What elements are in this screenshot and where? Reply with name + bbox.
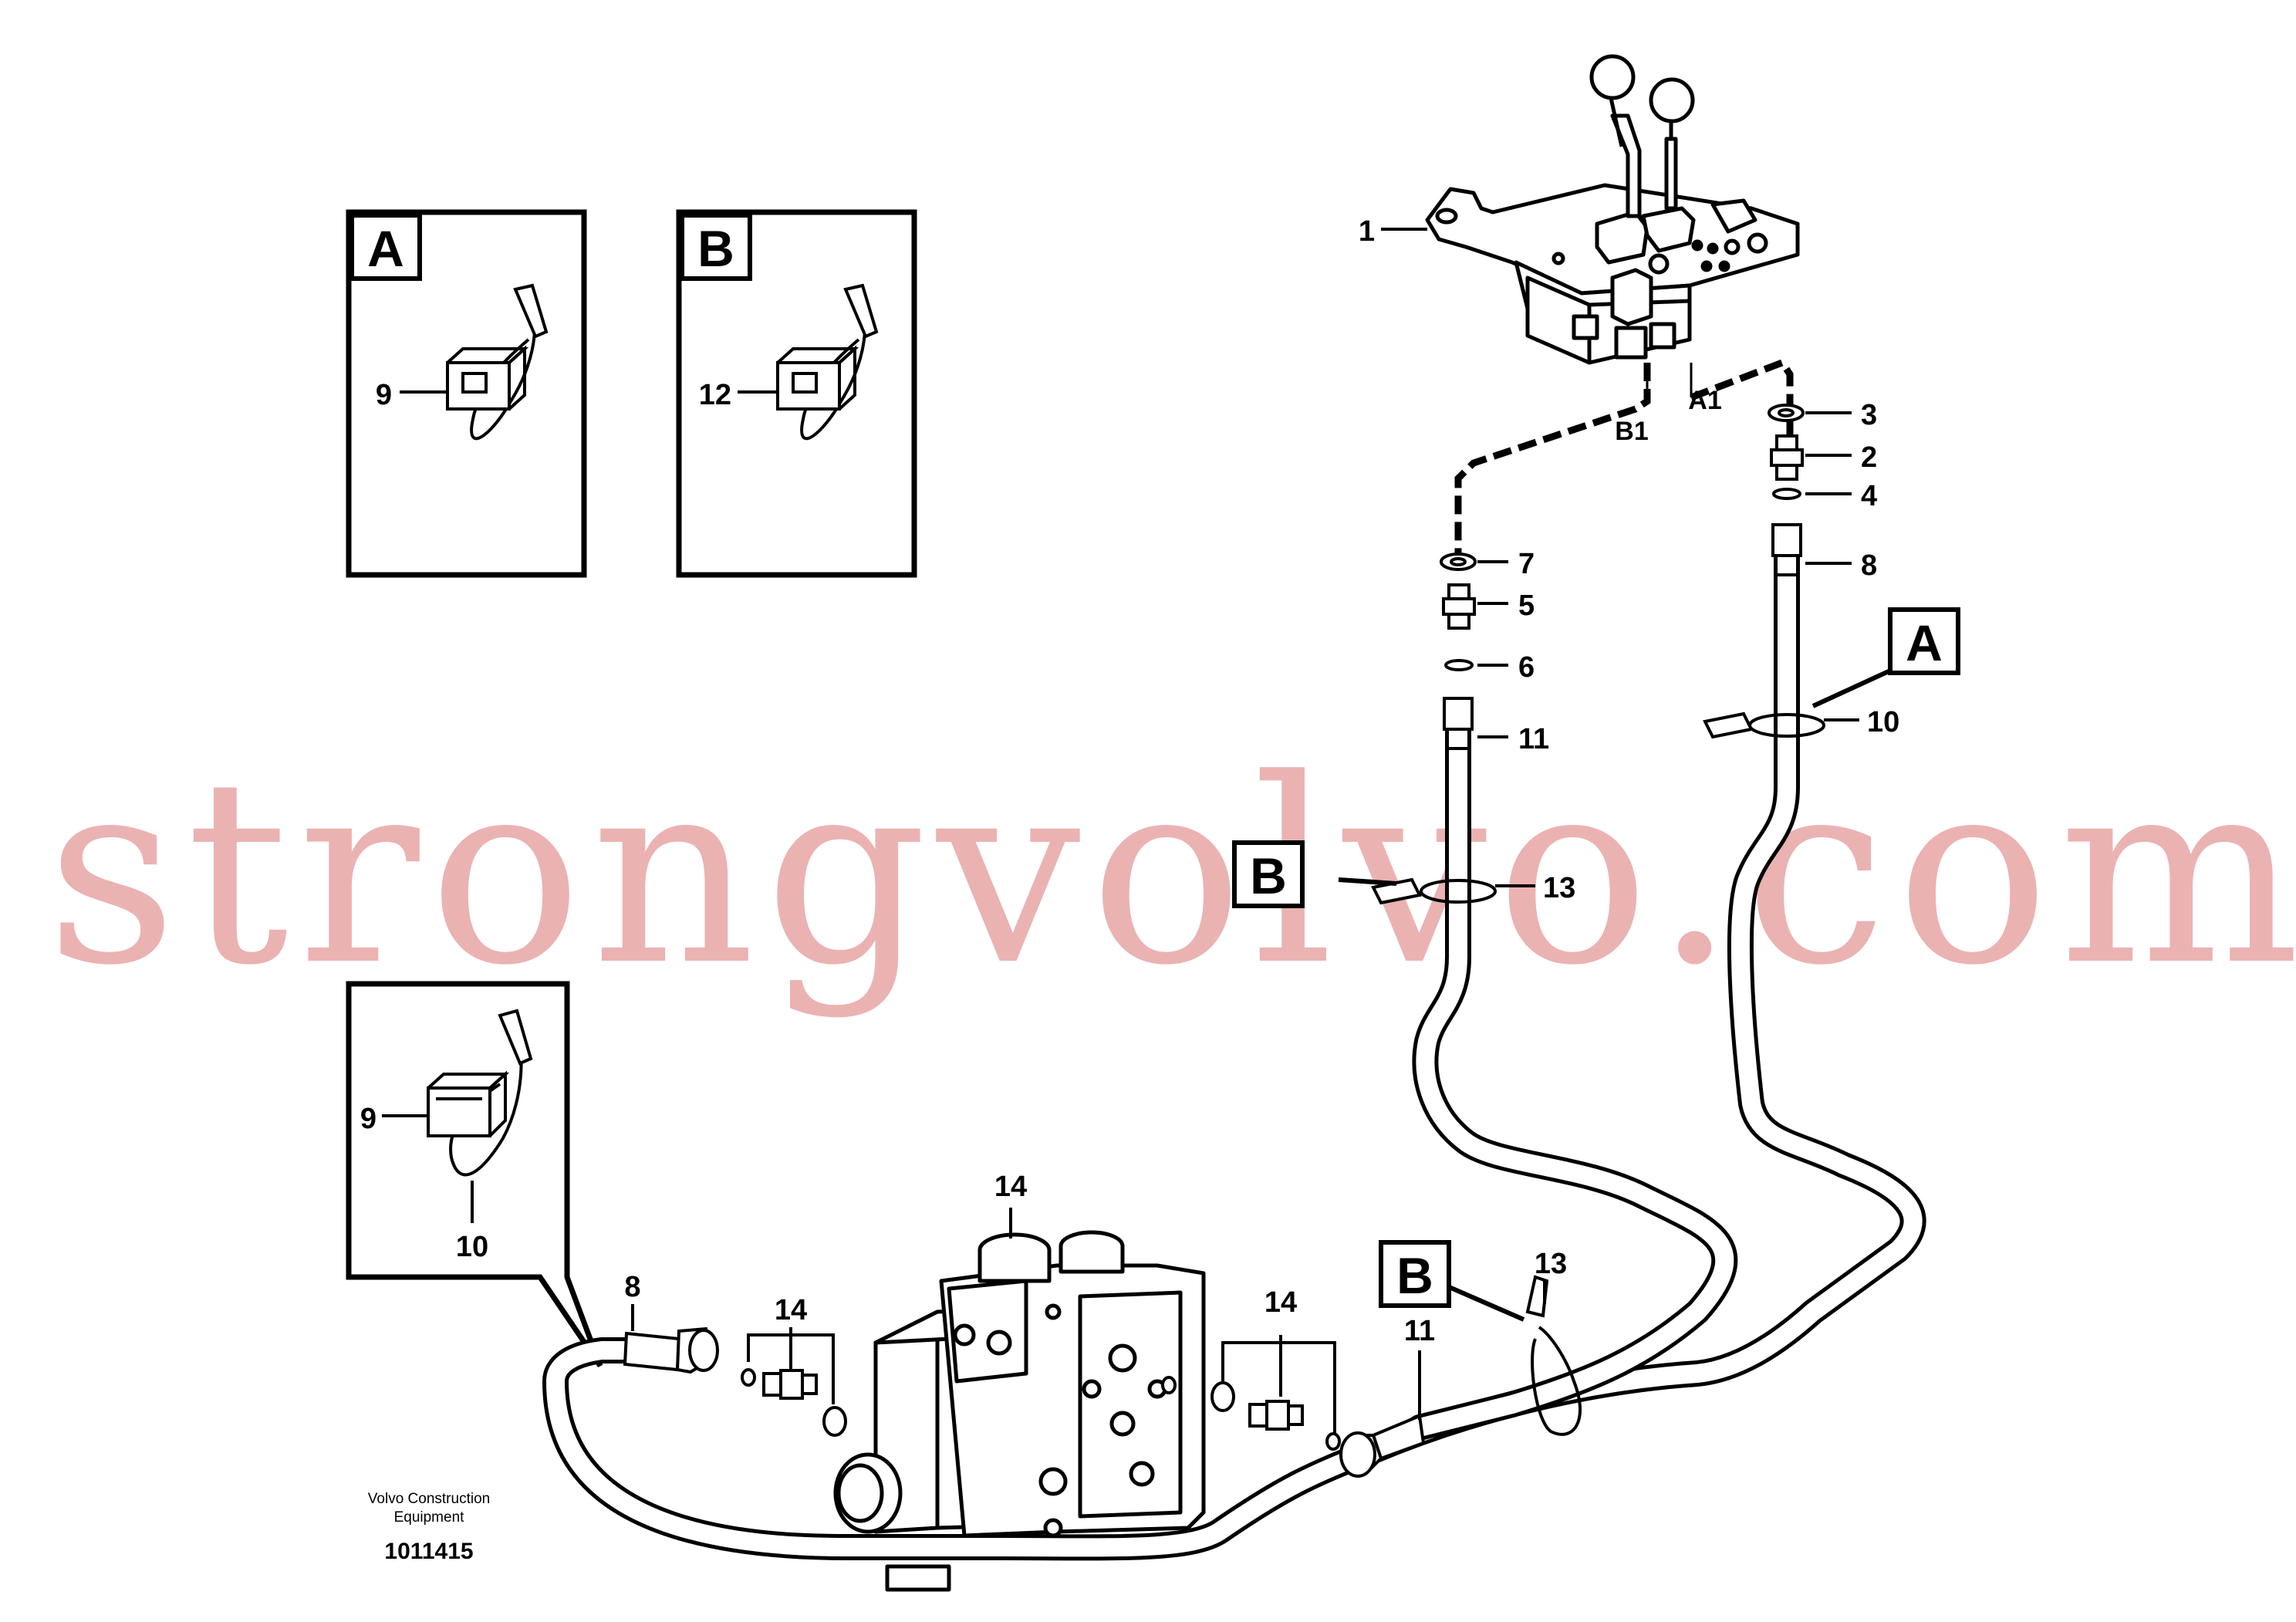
zoom-part-label-bottom: 10 [456, 1231, 488, 1263]
part-label-11-top: 11 [1518, 723, 1549, 755]
callout-letter-b: B [697, 220, 734, 277]
part-label-13-mid: 13 [1543, 872, 1575, 904]
ref-box-b-low [1379, 1240, 1451, 1308]
part-label-2: 2 [1861, 441, 1877, 474]
part-label-14-right: 14 [1264, 1286, 1297, 1319]
o-ring-part [1772, 488, 1801, 500]
callout-box-b: B 12 [676, 209, 917, 578]
hose-end-fitting [1339, 1414, 1426, 1478]
hose-end-fitting [623, 1326, 719, 1374]
cable-tie-icon [1525, 1275, 1582, 1436]
part-label-13-low: 13 [1535, 1248, 1567, 1280]
part-label-3: 3 [1861, 399, 1877, 431]
cable-tie-icon [427, 1009, 533, 1177]
hose-end-fitting [1443, 697, 1474, 750]
ref-box-a [1888, 607, 1960, 675]
port-label-a1: A1 [1688, 386, 1721, 415]
part-label-5: 5 [1518, 590, 1535, 622]
port-label-b1: B1 [1615, 417, 1648, 446]
part-label-6: 6 [1518, 651, 1535, 684]
ref-letter-a-right: A [1906, 614, 1943, 671]
zoom-detail-callout: 9 10 [346, 981, 603, 1367]
o-ring-part [1444, 659, 1474, 671]
part-label-14-left: 14 [775, 1294, 807, 1326]
hose-end-fitting [1771, 523, 1802, 576]
part-label-11-low: 11 [1404, 1315, 1435, 1347]
control-valve-block [833, 1230, 1206, 1592]
adapter-fitting-part [1770, 434, 1804, 481]
footer-company-line2: Equipment [394, 1509, 465, 1526]
cable-tie-icon [446, 283, 549, 441]
cable-tie-icon [1703, 711, 1825, 739]
zoom-part-label-top: 9 [360, 1103, 376, 1135]
callout-letter-a: A [367, 220, 404, 277]
part-label-10-right: 10 [1867, 706, 1899, 738]
adapter-fitting-part [1161, 1376, 1341, 1451]
footer-company-line1: Volvo Construction [368, 1491, 490, 1507]
adapter-fitting-part [1442, 583, 1476, 630]
part-label-14-top: 14 [994, 1171, 1027, 1203]
cable-tie-icon [776, 283, 879, 441]
ref-letter-b-low: B [1396, 1247, 1433, 1304]
watermark-text: strongvolvo.com [46, 725, 2296, 1021]
washer-part [1768, 404, 1805, 422]
hose-11-left [1406, 705, 1738, 1441]
callout-a-part-label: 9 [376, 379, 392, 411]
callout-box-a: A 9 [346, 209, 587, 578]
part-label-1: 1 [1359, 215, 1375, 248]
pilot-control-unit [1425, 54, 1800, 365]
adapter-fitting-part [741, 1368, 847, 1437]
callout-b-part-label: 12 [699, 379, 731, 411]
part-label-7: 7 [1518, 548, 1535, 580]
part-label-8-top: 8 [1861, 549, 1877, 582]
footer-drawing-number: 1011415 [384, 1539, 473, 1564]
washer-part [1440, 552, 1477, 571]
cable-tie-icon [1371, 877, 1497, 905]
part-label-8-low: 8 [624, 1271, 640, 1303]
ref-letter-b-mid: B [1250, 847, 1287, 904]
dashed-hose-route [1454, 358, 1794, 556]
part-label-4: 4 [1861, 480, 1877, 512]
ref-box-b [1232, 840, 1305, 908]
